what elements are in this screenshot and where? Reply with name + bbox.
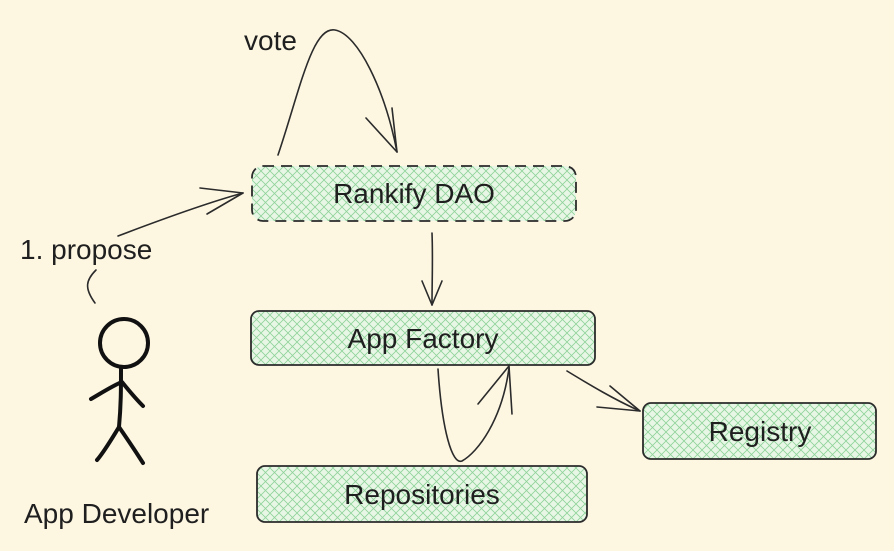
app-factory-node[interactable]: App Factory [250, 310, 596, 366]
vote-label: vote [244, 25, 297, 56]
vote-edge: vote [244, 25, 398, 156]
factory-to-registry-edge [566, 370, 641, 412]
app-factory-label: App Factory [348, 323, 499, 354]
app-developer-label: App Developer [24, 498, 209, 529]
repositories-label: Repositories [344, 479, 500, 510]
registry-node[interactable]: Registry [642, 402, 877, 460]
registry-label: Registry [709, 416, 812, 447]
factory-repositories-edge [437, 365, 513, 462]
propose-label: 1. propose [20, 234, 152, 265]
dao-to-factory-edge [421, 232, 443, 306]
rankify-dao-label: Rankify DAO [333, 178, 495, 209]
propose-edge: 1. propose [20, 187, 244, 304]
repositories-node[interactable]: Repositories [256, 465, 588, 523]
rankify-dao-node[interactable]: Rankify DAO [251, 165, 577, 222]
app-developer-actor[interactable]: App Developer [24, 317, 209, 529]
stick-figure-icon [89, 317, 150, 465]
